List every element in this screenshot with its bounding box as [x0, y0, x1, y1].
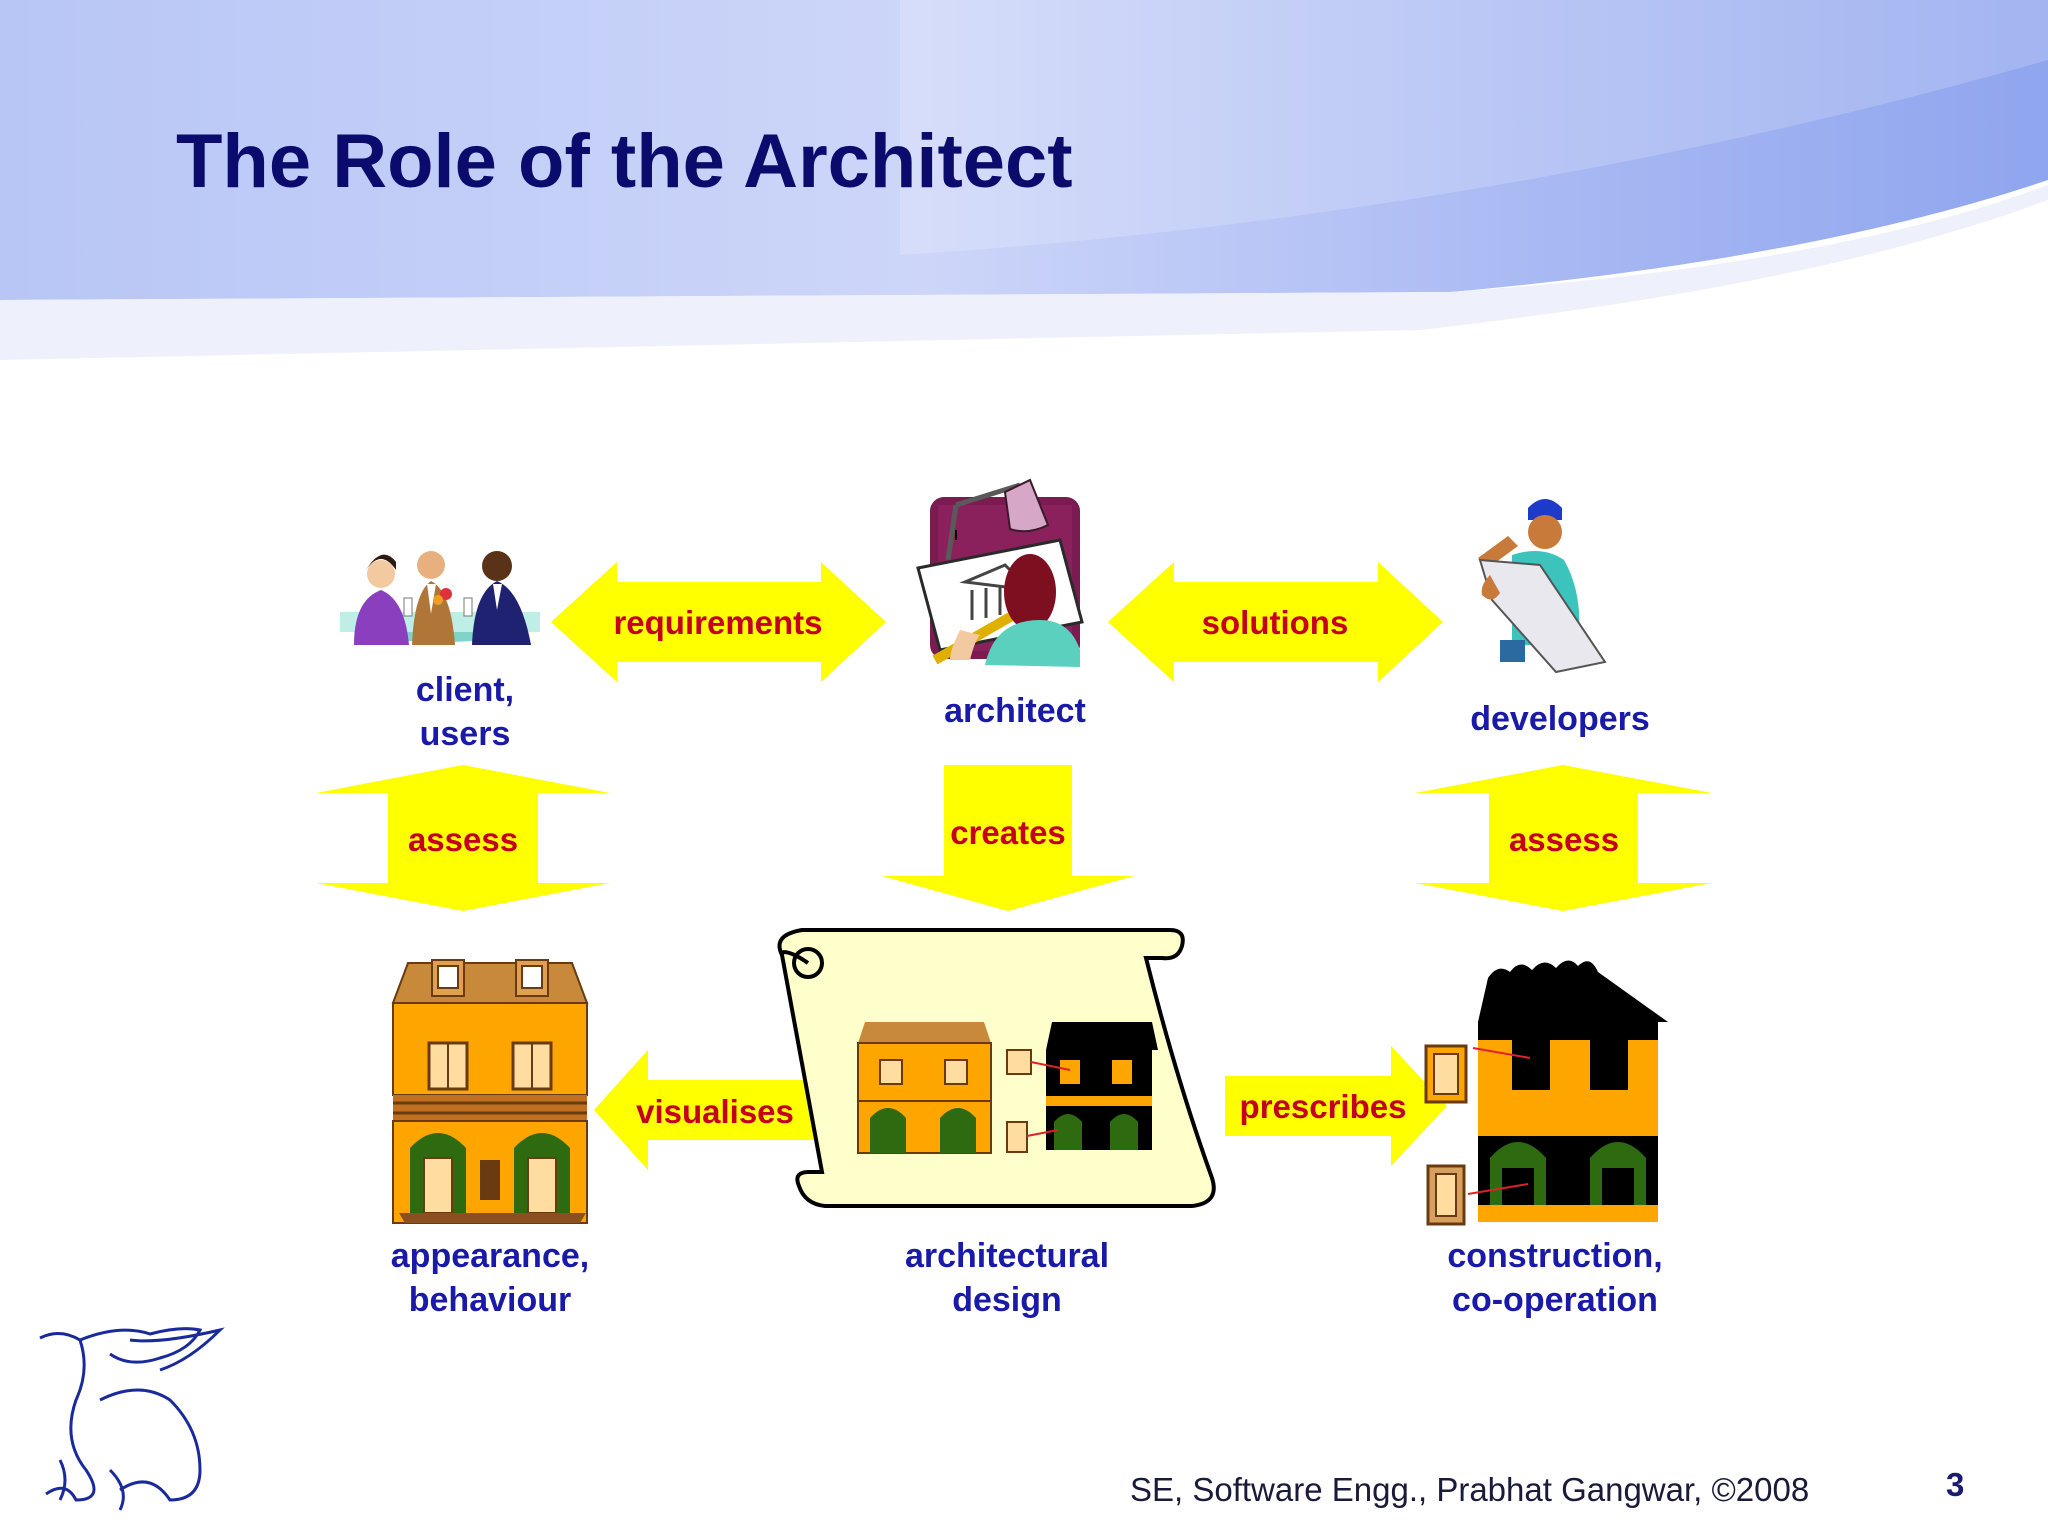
solutions-arrow — [1108, 562, 1443, 682]
slide-title: The Role of the Architect — [176, 119, 1073, 204]
arrow-label-prescribes: prescribes — [1239, 1088, 1407, 1125]
requirements-arrow — [551, 562, 886, 682]
house-appearance-icon — [391, 959, 589, 1224]
house-construction-icon — [1424, 960, 1668, 1226]
node-text: client, users — [415, 671, 515, 753]
prescribes-arrow — [1225, 1046, 1447, 1166]
architect-drafting-icon — [916, 478, 1084, 667]
arrow-label-creates: creates — [950, 814, 1066, 851]
node-label-developers: developers — [1470, 700, 1650, 738]
assess-right-arrow — [1415, 765, 1712, 911]
arrow-label-assess-right: assess — [1508, 821, 1620, 858]
header-band — [0, 0, 2048, 360]
arrow-label-visualises: visualises — [636, 1093, 794, 1130]
creates-arrow — [882, 765, 1134, 911]
slide-footer: SE, Software Engg., Prabhat Gangwar, ©20… — [1130, 1471, 1810, 1508]
arrow-label-assess-left: assess — [407, 821, 519, 858]
page-number: 3 — [1946, 1466, 1965, 1503]
node-label-appearance-behaviour: appearance, behaviour — [390, 1237, 590, 1319]
arrow-label-solutions: solutions — [1201, 604, 1349, 641]
griffin-logo — [39, 1327, 225, 1511]
node-label-construction-cooperation: construction, co-operation — [1447, 1237, 1663, 1319]
node-label-client-users: client, users — [380, 668, 550, 756]
node-label-architectural-design: architectural design — [904, 1237, 1110, 1319]
design-scroll-icon — [777, 928, 1216, 1208]
node-label-architect: architect — [944, 692, 1086, 730]
developer-worker-icon — [1478, 499, 1607, 674]
arrow-label-requirements: requirements — [613, 604, 823, 641]
visualises-arrow — [594, 1050, 814, 1170]
client-users-meeting-icon — [340, 551, 540, 645]
assess-left-arrow — [316, 765, 610, 911]
